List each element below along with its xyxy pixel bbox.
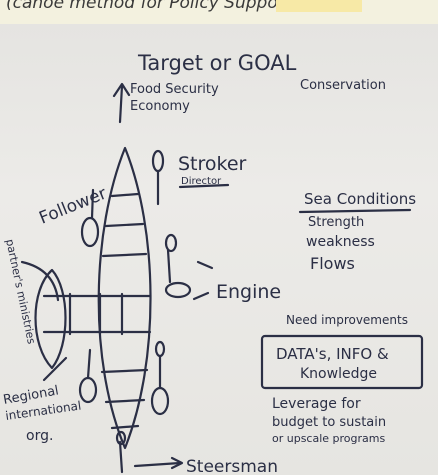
knowledge-box-line-1: DATA's, INFO &	[276, 345, 389, 363]
paddle-left-mid	[78, 348, 98, 404]
canoe-thwart	[110, 192, 140, 198]
paddle-follower	[80, 188, 100, 248]
goal-item-food-security: Food Security	[130, 82, 219, 97]
paddle-right-low	[150, 340, 170, 416]
canoe-hull	[97, 146, 152, 450]
paddle-steersman	[115, 430, 127, 474]
label-stroker: Stroker	[178, 153, 247, 175]
sea-conditions-underline	[298, 208, 412, 214]
leverage-line-1: Leverage for	[272, 396, 361, 412]
top-paper-strip: (canoe method for Policy Support)	[0, 0, 438, 24]
leverage-line-2: budget to sustain	[272, 415, 386, 430]
engine-dash	[192, 291, 210, 301]
label-stroker-director: Director	[181, 176, 222, 187]
canoe-thwart	[101, 252, 148, 258]
sea-item-strength: Strength	[308, 215, 364, 230]
sea-item-weakness: weakness	[306, 234, 375, 250]
label-steersman: Steersman	[186, 457, 278, 475]
knowledge-box-line-2: Knowledge	[300, 366, 377, 382]
label-engine: Engine	[216, 281, 281, 303]
label-partners-ministries: partner's ministries	[3, 238, 38, 346]
paddle-engine	[164, 233, 192, 299]
diagram-caption: (canoe method for Policy Support)	[6, 0, 299, 13]
partners-pointer	[20, 260, 60, 302]
stroker-underline	[178, 183, 230, 189]
engine-dash	[196, 260, 214, 270]
goal-arrow	[118, 84, 124, 124]
goal-item-economy: Economy	[130, 99, 190, 114]
label-regional-line-3: org.	[26, 428, 53, 444]
goal-arrow-head	[112, 82, 131, 98]
canoe-thwart	[104, 222, 145, 228]
canoe-thwart	[104, 398, 146, 404]
canoe-thwart	[100, 368, 149, 374]
canoe-thwart	[110, 424, 140, 430]
steersman-arrow	[133, 461, 182, 468]
paddle-stroker	[151, 149, 165, 206]
improvements-quote: Need improvements	[286, 313, 408, 327]
sticky-note	[276, 0, 362, 12]
outrigger-float	[34, 268, 67, 370]
leverage-line-3: or upscale programs	[272, 432, 385, 445]
regional-arrow	[42, 356, 68, 382]
goal-item-conservation: Conservation	[300, 78, 386, 93]
sea-item-flows: Flows	[310, 254, 355, 273]
steersman-arrow-head	[170, 456, 184, 470]
goal-title: Target or GOAL	[137, 51, 297, 75]
label-follower: Follower	[36, 184, 109, 229]
sea-conditions-title: Sea Conditions	[304, 190, 416, 208]
knowledge-box	[260, 334, 424, 390]
